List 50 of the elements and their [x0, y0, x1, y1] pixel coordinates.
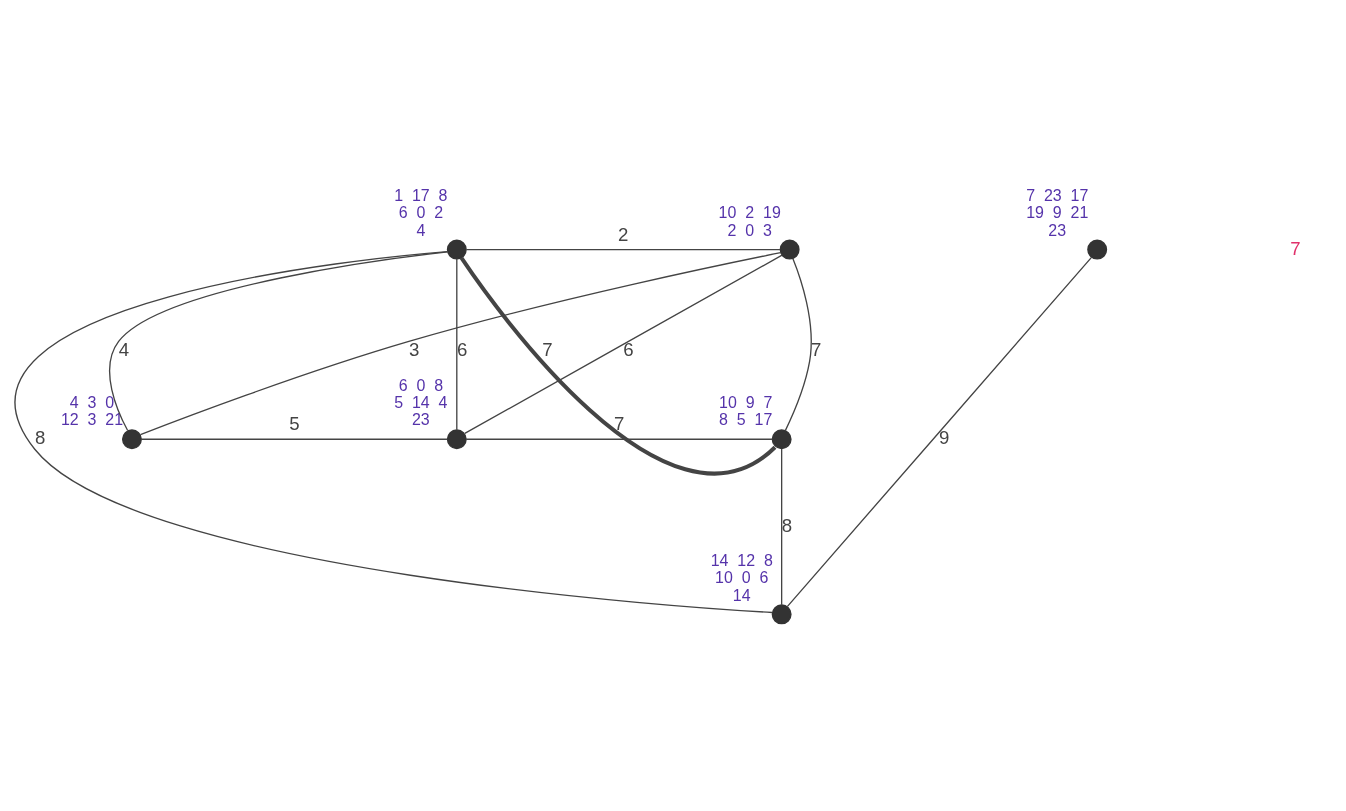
connector	[465, 248, 781, 250]
connector	[781, 447, 783, 605]
node-circle	[121, 428, 142, 449]
edge-label: 9	[938, 426, 950, 448]
node-label: 19 9 21	[1026, 203, 1089, 221]
connector	[456, 257, 458, 430]
node-circle	[771, 428, 792, 449]
node-circle	[779, 239, 800, 260]
connector	[459, 256, 777, 475]
node-circle	[446, 239, 467, 260]
node-label: 6 0 2	[398, 203, 444, 221]
connector	[140, 438, 449, 440]
node-circle	[1087, 239, 1108, 260]
node-label: 2 0 3	[727, 221, 772, 239]
node-label: 8 5 17	[719, 410, 773, 428]
edge-label: 3	[409, 338, 420, 360]
edge-label: 7	[614, 412, 625, 434]
node-label: 23	[411, 410, 430, 428]
node-label: 10 9 7	[719, 393, 773, 411]
connector	[139, 251, 782, 435]
node-label: 5 14 4	[394, 393, 448, 411]
edge-label: 7	[811, 338, 822, 360]
node-label: 4 3 0	[69, 393, 115, 411]
node-label: 14	[732, 586, 751, 604]
node-label: 4	[416, 221, 426, 239]
connector	[465, 438, 773, 440]
edge-label: 2	[618, 223, 629, 245]
connector	[464, 254, 783, 434]
edge-label: 4	[118, 338, 130, 360]
connector	[15, 250, 773, 613]
edge-label: 6	[456, 338, 468, 360]
edge-label: 8	[781, 514, 793, 536]
node-circle	[446, 428, 467, 449]
connector	[108, 250, 449, 431]
node-label: 12 3 21	[60, 410, 124, 428]
node-label: 6 0 8	[398, 376, 444, 394]
edge-label: 6	[623, 338, 634, 360]
connector	[784, 257, 812, 431]
node-label: 7 23 17	[1026, 186, 1089, 204]
edge-label: 8	[34, 426, 46, 448]
node-circle	[771, 603, 792, 624]
edge-label: 7	[542, 338, 553, 360]
node-label: 10 2 19	[718, 203, 781, 221]
edge-label: 5	[289, 412, 300, 434]
connector	[786, 256, 1093, 607]
node-label: 10 0 6	[715, 568, 769, 586]
node-label: 14 12 8	[710, 551, 773, 569]
label: 7	[1290, 236, 1301, 258]
node-label: 1 17 8	[394, 186, 448, 204]
node-label: 23	[1048, 221, 1067, 239]
